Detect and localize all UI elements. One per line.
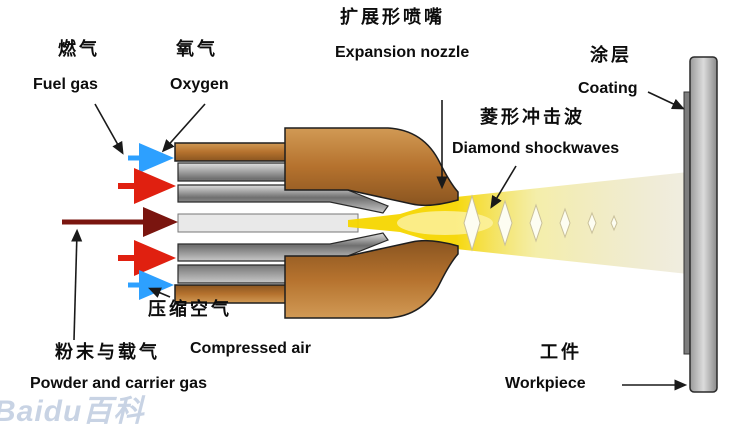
label-powder-zh: 粉末与载气 (55, 342, 160, 362)
label-workpiece-zh: 工件 (540, 342, 582, 362)
oxygen-leader (161, 103, 206, 153)
label-oxygen-en: Oxygen (170, 76, 229, 93)
compressed-air-leader (148, 287, 171, 298)
nozzle-top-block (284, 127, 459, 207)
label-workpiece-en: Workpiece (505, 375, 586, 392)
label-powder-en: Powder and carrier gas (30, 375, 207, 392)
label-expansion-nozzle-en: Expansion nozzle (335, 44, 470, 61)
inlet-arrows (62, 143, 178, 300)
leader-lines (71, 91, 688, 391)
label-coating-zh: 涂层 (590, 45, 632, 65)
shockwaves-leader (490, 165, 517, 209)
spray-plume (456, 172, 688, 274)
powder-leader (71, 228, 83, 341)
coating-leader (647, 91, 685, 110)
label-coating-en: Coating (578, 80, 638, 97)
label-expansion-nozzle-zh: 扩展形喷嘴 (340, 7, 445, 27)
label-shockwaves-en: Diamond shockwaves (452, 140, 620, 157)
baidu-watermark: Baidu百科 (0, 395, 145, 428)
nozzle-body (174, 127, 459, 319)
nozzle-top-bar (174, 142, 289, 162)
label-shockwaves-zh: 菱形冲击波 (480, 107, 585, 127)
label-compressed-air-en: Compressed air (190, 340, 311, 357)
diamond-shockwaves (463, 194, 618, 252)
nozzle-bottom-block (284, 239, 459, 319)
powder-channel (177, 213, 359, 233)
label-oxygen-zh: 氧气 (176, 39, 218, 59)
label-compressed-air-zh: 压缩空气 (148, 299, 232, 319)
label-fuel-gas-en: Fuel gas (33, 76, 98, 93)
workpiece-bar (689, 56, 718, 393)
fuel-gas-leader (94, 103, 124, 155)
label-fuel-gas-zh: 燃气 (58, 39, 100, 59)
